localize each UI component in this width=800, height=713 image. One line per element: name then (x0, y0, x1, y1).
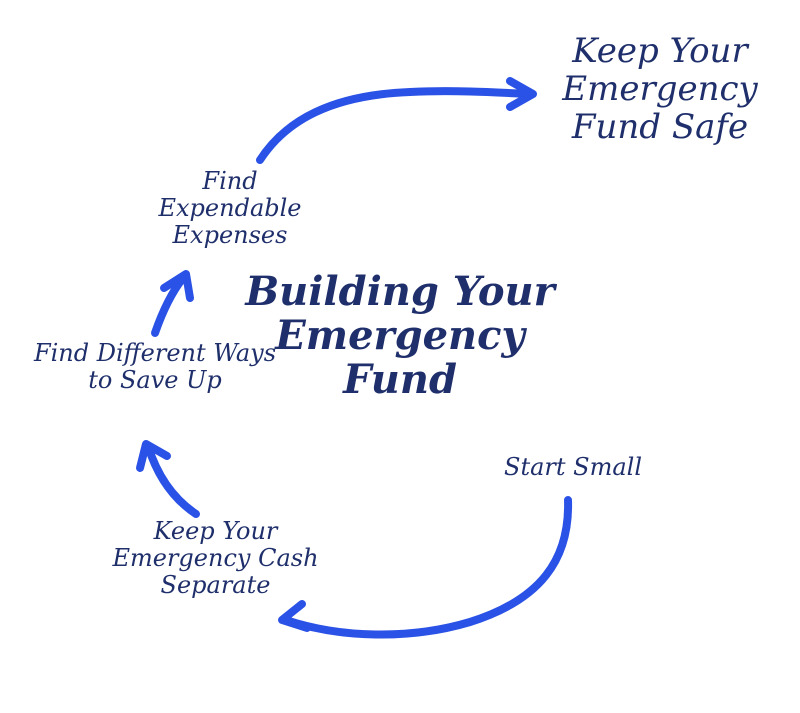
diagram-title: Building Your Emergency Fund (245, 268, 555, 403)
arrow-start-to-separate-head (278, 600, 311, 632)
step-start-small: Start Small (504, 453, 642, 481)
arrow-expenses-to-goal-head (506, 77, 537, 111)
arrow-separate-to-ways (144, 442, 200, 518)
step-keep-cash-separate: Keep Your Emergency Cash Separate (112, 517, 319, 599)
arrow-ways-to-expenses-head (160, 270, 194, 302)
arrow-separate-to-ways-head (136, 440, 171, 472)
arrow-start-to-separate (282, 496, 573, 639)
step-find-expendable-expenses: Find Expendable Expenses (158, 167, 302, 249)
goal-label: Keep Your Emergency Fund Safe (562, 31, 758, 148)
arrow-expenses-to-goal (256, 87, 534, 164)
step-find-ways-to-save: Find Different Ways to Save Up (33, 339, 277, 394)
